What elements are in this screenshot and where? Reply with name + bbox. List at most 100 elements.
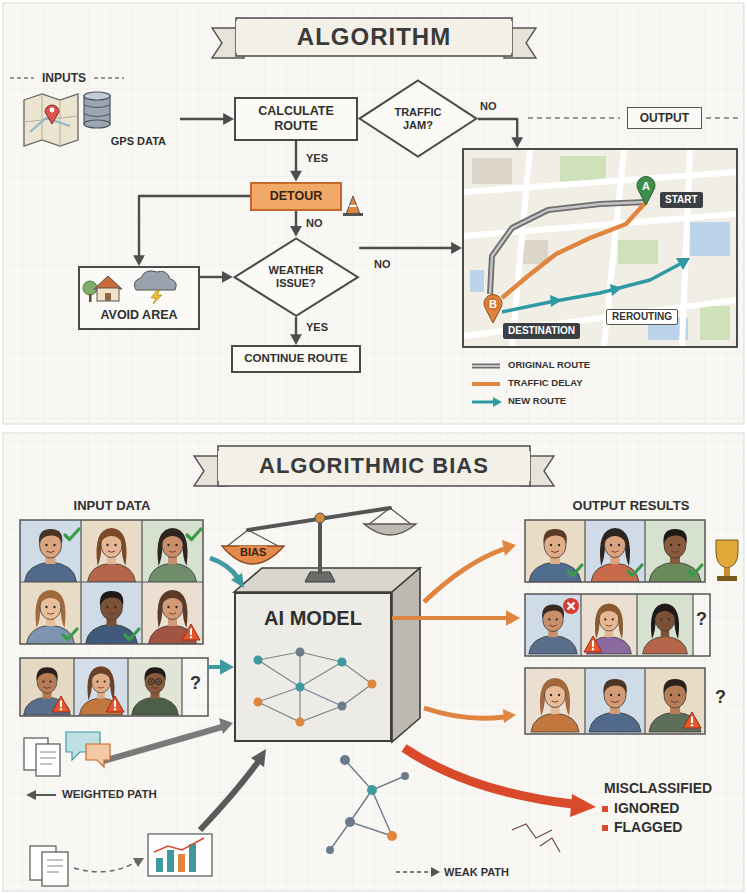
portrait-grid: [628, 565, 642, 576]
portrait-grid: [585, 668, 645, 734]
model-cube: [254, 698, 263, 707]
portrait-grid: [20, 658, 208, 716]
network-graph: [326, 755, 440, 877]
input-source: GPS DATA: [20, 90, 180, 156]
portrait-grid: [645, 520, 705, 582]
portrait-grid: [27, 590, 75, 644]
connector: [392, 610, 520, 626]
avoid-area-icon: [105, 293, 111, 301]
route-map: [502, 202, 646, 298]
connector-line: [208, 665, 221, 669]
diamond-outline: [234, 238, 357, 315]
gps-icon: [24, 94, 78, 146]
trophy-icon: [716, 540, 738, 568]
document-icons: [74, 862, 136, 872]
portrait-grid: [24, 667, 71, 715]
output-panel: OUTPUT: [462, 148, 738, 348]
model-cube: [234, 592, 392, 742]
portrait-grid: [525, 594, 581, 656]
balance-scale: [226, 530, 280, 547]
portrait-grid: [649, 529, 701, 582]
title-banner: [194, 446, 554, 486]
connector: [290, 141, 302, 182]
network-graph: [326, 846, 334, 854]
map-tag: REROUTING: [606, 309, 678, 325]
route-map: [472, 158, 512, 184]
connector-line: [295, 317, 297, 335]
gps-icon: [84, 105, 110, 117]
error-arrow: [404, 748, 572, 804]
document-icons: [40, 752, 56, 764]
node-label: CONTINUE ROUTE: [244, 352, 348, 366]
document-icons: [156, 858, 163, 872]
gps-icon: [45, 105, 59, 124]
connector: [208, 659, 234, 675]
document-icons: [24, 732, 212, 886]
legend-sample: [472, 366, 502, 407]
legend-sample: [472, 382, 500, 386]
portrait-grid: [649, 679, 701, 732]
model-cube: [234, 568, 420, 742]
portrait-grid: [20, 520, 208, 716]
connector: [200, 271, 233, 283]
result-label: MISCLASSIFIED: [604, 780, 712, 797]
route-map: [464, 150, 736, 346]
portrait-grid: [20, 582, 81, 644]
page-ground: [3, 3, 744, 424]
route-map: [464, 150, 736, 346]
title-banner: [218, 446, 530, 486]
traffic-cone: [343, 196, 363, 216]
flow-arrow: [219, 718, 233, 734]
traffic-cone: [350, 205, 357, 207]
arrowhead: [133, 255, 145, 266]
arrowhead: [220, 659, 234, 675]
route-map: [464, 150, 736, 346]
portrait-grid: [142, 582, 203, 644]
route-map: [610, 284, 622, 296]
network-graph: [345, 817, 355, 827]
error-arrow: [512, 824, 560, 852]
gps-icon: [84, 92, 110, 100]
network-graph: [401, 772, 409, 780]
document-icons: [154, 838, 204, 852]
scale-label: BIAS: [239, 546, 267, 559]
portrait-grid: [585, 520, 645, 582]
legend-sample: [472, 401, 494, 404]
map-tag: START: [660, 192, 703, 208]
portrait-grid: [125, 629, 139, 640]
portrait-grid: [81, 582, 142, 644]
flow-arrow: [424, 549, 504, 602]
connector-line: [295, 211, 297, 228]
document-icons: [178, 854, 185, 872]
connector-line: [478, 119, 517, 138]
error-arrow: [404, 748, 608, 852]
connector: [133, 196, 250, 266]
portrait-grid: [581, 594, 637, 656]
portrait-grid: [148, 679, 154, 685]
portrait-grid: [589, 679, 641, 732]
flow-arrow: [503, 709, 516, 723]
portrait-grid: [525, 520, 705, 582]
avoid-area-icon: [97, 288, 119, 301]
model-cube: [338, 658, 347, 667]
flow-arrow: [424, 708, 504, 718]
portrait-grid: [525, 668, 705, 734]
route-map: [618, 240, 658, 264]
map-tag: DESTINATION: [503, 323, 580, 339]
avoid-area-icon: [89, 294, 92, 302]
portrait-grid: [20, 520, 203, 644]
model-cube: [258, 652, 372, 722]
portrait-grid: [182, 624, 200, 640]
portrait-grid: [20, 520, 81, 582]
trophy-icon: [716, 540, 738, 581]
connector: [290, 211, 302, 237]
portrait-grid: [531, 678, 579, 732]
ai-model-cube: AI MODEL: [234, 592, 392, 742]
arrowhead: [290, 226, 302, 237]
section-label: INPUTS: [40, 71, 88, 85]
document-icons: [36, 744, 60, 776]
flow-arrow: [100, 540, 516, 830]
portrait-grid: [74, 658, 182, 716]
